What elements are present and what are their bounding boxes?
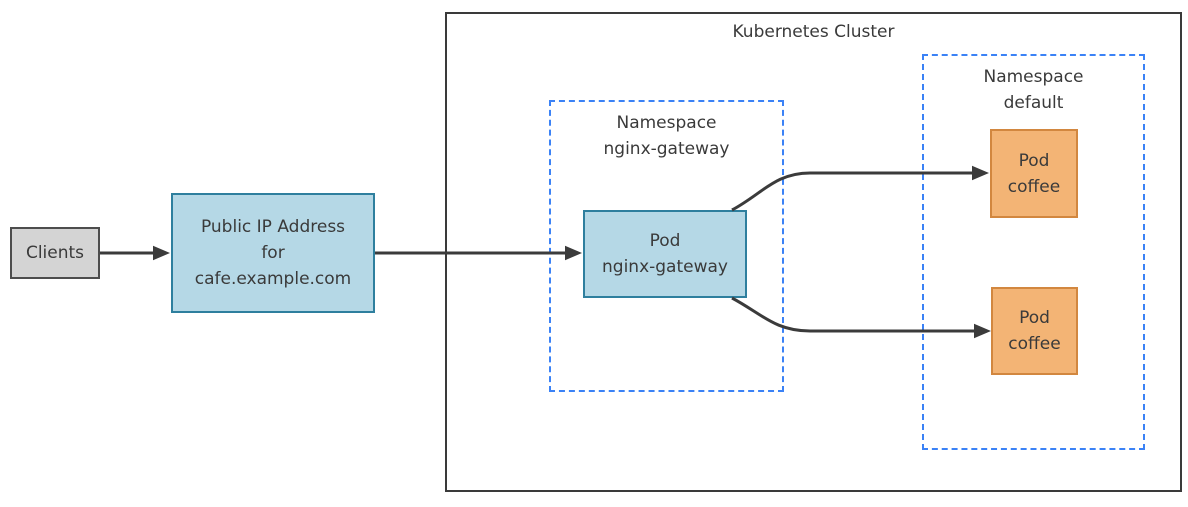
namespace-default-label: Namespace default [983, 67, 1084, 113]
namespace-nginx-gateway-box: Namespace nginx-gateway [549, 100, 784, 392]
public-ip-node: Public IP Address for cafe.example.com [171, 193, 375, 313]
namespace-default-box: Namespace default [922, 54, 1145, 450]
namespace-nginx-gateway-label: Namespace nginx-gateway [603, 113, 730, 159]
pod-coffee-top-node: Pod coffee [990, 129, 1078, 218]
arrow-clients-to-public-ip [100, 245, 170, 261]
pod-coffee-bottom-node: Pod coffee [991, 287, 1078, 375]
clients-node: Clients [10, 227, 100, 279]
pod-nginx-gateway-node: Pod nginx-gateway [583, 210, 747, 298]
kubernetes-cluster-title: Kubernetes Cluster [732, 22, 895, 42]
